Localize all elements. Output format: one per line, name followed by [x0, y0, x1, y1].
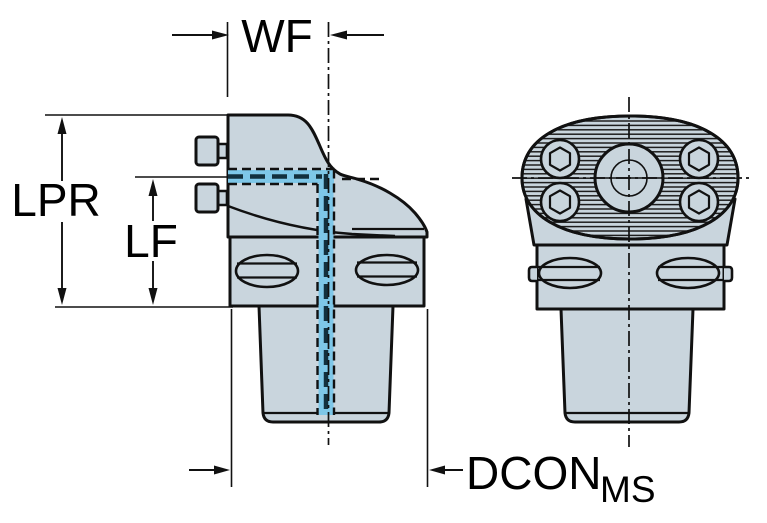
side-view-bolt-lower	[194, 182, 229, 214]
hex-screw-top-right	[678, 138, 720, 180]
dcon-label: DCON	[466, 447, 601, 499]
side-view-bolt-upper	[194, 135, 229, 167]
wf-label: WF	[241, 10, 313, 62]
hex-screw-bottom-right	[678, 181, 720, 223]
front-view-slot-right	[655, 256, 734, 290]
hex-screw-bottom-left	[539, 181, 581, 223]
side-view-slot-left	[234, 253, 300, 289]
side-view-head-slant-edge	[227, 204, 396, 238]
wf-dimension: WF	[172, 10, 384, 97]
side-view	[194, 22, 429, 445]
coolant-hidden-outline	[228, 167, 380, 415]
wf-arrow-right	[330, 30, 347, 40]
dcon-arrow-right	[429, 465, 445, 475]
dcon-label-subscript: MS	[600, 469, 656, 510]
dcon-arrow-left	[214, 465, 230, 475]
coolant-channel	[228, 167, 380, 415]
lf-label: LF	[124, 215, 178, 267]
lpr-arrow-down	[57, 288, 67, 305]
lpr-dimension: LPR	[11, 114, 233, 308]
front-view-shank	[559, 307, 695, 424]
lf-arrow-down	[148, 288, 158, 305]
front-view-slot-left	[527, 256, 603, 290]
hex-screw-top-left	[539, 138, 581, 180]
wf-arrow-left	[212, 30, 229, 40]
dcon-dimension: DCON MS	[189, 309, 656, 510]
lpr-label: LPR	[11, 174, 100, 226]
lf-dimension: LF	[124, 176, 227, 305]
front-view	[512, 97, 749, 447]
lpr-arrow-up	[57, 117, 67, 134]
side-view-slot-right	[354, 253, 420, 287]
lf-arrow-up	[148, 179, 158, 196]
